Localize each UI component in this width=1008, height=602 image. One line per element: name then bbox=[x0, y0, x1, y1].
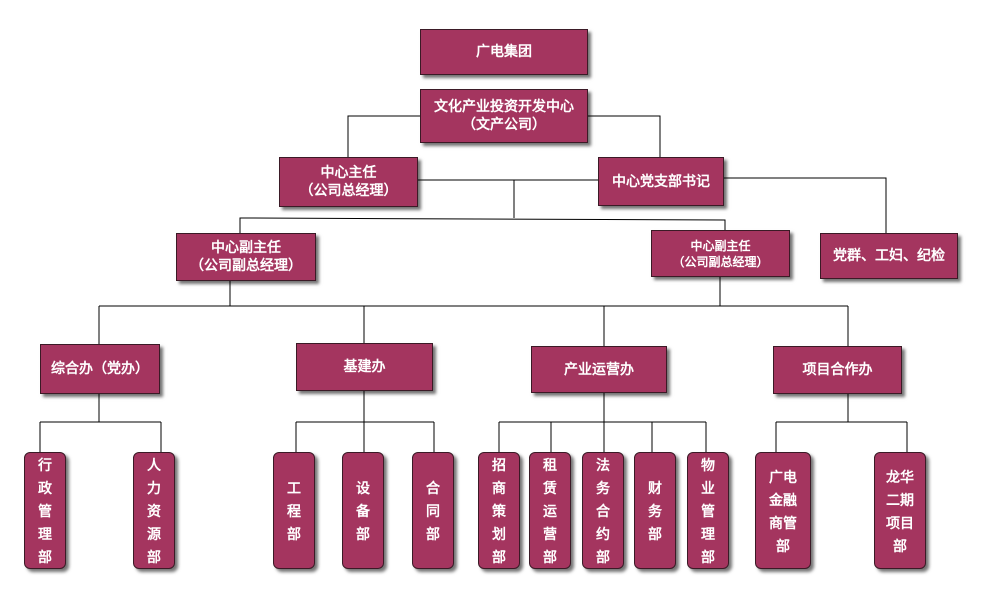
node-office-operations: 产业运营办 bbox=[531, 346, 667, 393]
connector bbox=[239, 217, 726, 233]
node-party-secretary: 中心党支部书记 bbox=[598, 157, 724, 206]
connector bbox=[724, 177, 887, 233]
node-dept-hr: 人 力 资 源 部 bbox=[133, 452, 175, 569]
node-dept-finance-mall: 广电 金融 商管 部 bbox=[755, 452, 811, 569]
node-dept-longhua: 龙华 二期 项目 部 bbox=[874, 452, 926, 569]
node-dept-engineering: 工 程 部 bbox=[273, 452, 315, 569]
node-office-cooperation: 项目合作办 bbox=[773, 346, 902, 394]
node-dept-finance: 财 务 部 bbox=[634, 452, 676, 569]
node-dept-contract: 合 同 部 bbox=[412, 452, 454, 569]
connector bbox=[347, 115, 420, 157]
node-dept-equipment: 设 备 部 bbox=[342, 452, 384, 569]
node-center: 文化产业投资开发中心 （文产公司） bbox=[420, 89, 588, 143]
node-director: 中心主任 （公司总经理） bbox=[279, 157, 418, 207]
node-dept-leasing: 租 赁 运 营 部 bbox=[529, 452, 571, 569]
node-dept-admin: 行 政 管 理 部 bbox=[24, 452, 66, 569]
node-office-general: 综合办（党办） bbox=[40, 344, 160, 394]
node-dept-property: 物 业 管 理 部 bbox=[687, 452, 729, 569]
node-party-union: 党群、工妇、纪检 bbox=[820, 233, 958, 279]
node-deputy-right: 中心副主任 （公司副总经理） bbox=[651, 230, 790, 277]
node-office-construction: 基建办 bbox=[296, 343, 433, 391]
node-group: 广电集团 bbox=[420, 29, 588, 75]
node-dept-planning: 招 商 策 划 部 bbox=[478, 452, 520, 569]
node-deputy-left: 中心副主任 （公司副总经理） bbox=[176, 233, 316, 281]
node-dept-legal: 法 务 合 约 部 bbox=[582, 452, 624, 569]
connector bbox=[588, 115, 661, 157]
